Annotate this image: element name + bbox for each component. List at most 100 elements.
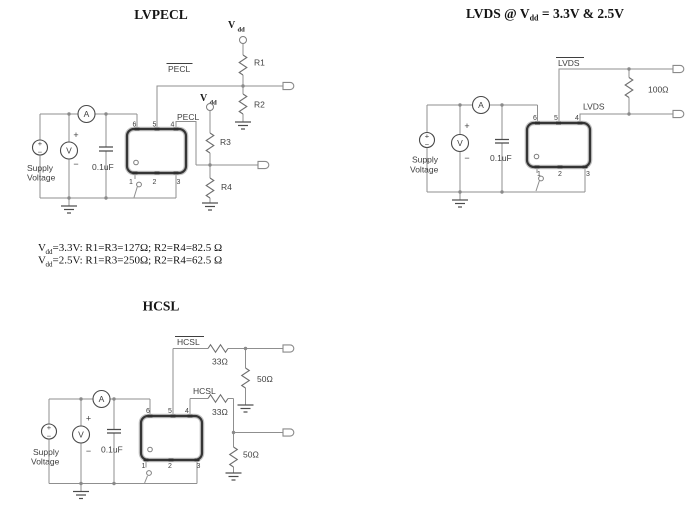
plus-icon: + <box>86 414 91 424</box>
voltmeter-icon <box>450 133 470 153</box>
package-pads <box>143 414 200 462</box>
minus-icon: − <box>38 148 43 157</box>
capacitor-value: 0.1uF <box>92 162 114 172</box>
voltmeter: V + − <box>450 121 470 163</box>
pin-label-2: 2 <box>558 171 562 178</box>
pin-label-1: 1 <box>129 179 133 186</box>
package-outline <box>524 120 593 170</box>
wire-segments <box>426 68 673 200</box>
capacitor-icon <box>495 138 509 144</box>
pin-label-2: 2 <box>168 463 172 470</box>
package-pads <box>132 127 179 175</box>
vdd-terminal-top: V dd <box>228 20 247 44</box>
resistor-label: R3 <box>220 137 231 147</box>
supply-source: + − Supply Voltage <box>410 132 439 175</box>
supply-label-line2: Voltage <box>27 173 56 183</box>
pin-label-4: 4 <box>171 122 175 129</box>
shunt-resistor-top: 50Ω <box>241 367 273 389</box>
output-terminal-icon <box>672 109 685 119</box>
enable-pin-switch-icon <box>136 181 142 188</box>
ammeter: A <box>77 104 96 124</box>
package-outline <box>138 413 205 463</box>
pin-label-1: 1 <box>142 463 146 470</box>
ammeter-label: A <box>478 100 484 110</box>
pin1-marker-icon <box>133 159 139 166</box>
voltage-source-icon <box>31 139 49 156</box>
enable-pin-switch-icon <box>146 470 152 476</box>
plus-icon: + <box>47 423 52 432</box>
ammeter-label: A <box>84 109 90 119</box>
bypass-capacitor: 0.1uF <box>92 146 114 172</box>
capacitor-icon <box>99 146 113 152</box>
pin-label-1: 1 <box>537 171 541 178</box>
lvpecl-title: LVPECL <box>134 7 188 22</box>
pin-label-2: 2 <box>153 179 157 186</box>
minus-icon: − <box>47 432 52 441</box>
signal-labels: PECL PECL <box>166 63 199 122</box>
ammeter-label: A <box>99 394 105 404</box>
pin-label-3: 3 <box>586 171 590 178</box>
resistor-r1: R1 <box>238 54 265 76</box>
vdd-label: V <box>228 20 236 31</box>
vdd-subscript: dd <box>238 27 246 34</box>
inverted-output-label: LVDS <box>558 58 580 68</box>
bypass-capacitor: 0.1uF <box>490 138 512 163</box>
vdd-subscript: dd <box>210 100 218 107</box>
plus-icon: + <box>38 139 43 148</box>
lvds-title: LVDS @ Vdd = 3.3V & 2.5V <box>466 6 624 23</box>
series-resistor-bottom: 33Ω <box>207 394 229 417</box>
termination-resistor: 100Ω <box>624 76 669 99</box>
voltmeter-icon <box>59 141 79 160</box>
package-outline <box>124 126 189 176</box>
resistor-label: 50Ω <box>243 450 259 460</box>
output-terminal-icon <box>282 344 295 353</box>
resistor-label: R4 <box>221 182 232 192</box>
voltmeter: V + − <box>71 414 91 456</box>
note-line2-sub: dd <box>46 261 54 269</box>
capacitor-value: 0.1uF <box>101 445 123 455</box>
note-line1-sub: dd <box>46 248 54 256</box>
pin-label-3: 3 <box>177 179 181 186</box>
supply-label-line1: Supply <box>33 447 60 457</box>
voltmeter: V + − <box>59 130 79 169</box>
supply-label-line2: Voltage <box>410 165 439 175</box>
minus-icon: − <box>73 159 78 169</box>
minus-icon: − <box>425 140 430 149</box>
resistor-label: 100Ω <box>648 85 669 95</box>
pin-label-4: 4 <box>575 115 579 122</box>
pin-label-6: 6 <box>533 115 537 122</box>
minus-icon: − <box>464 153 469 163</box>
plus-icon: + <box>73 130 78 140</box>
pin-label-5: 5 <box>554 115 558 122</box>
ammeter: A <box>471 95 491 115</box>
lvpecl-notes: V dd =3.3V: R1=R3=127Ω; R2=R4=82.5 Ω V d… <box>38 242 222 269</box>
voltmeter-label: V <box>66 146 72 156</box>
vdd-terminal-mid: V dd <box>200 93 217 111</box>
minus-icon: − <box>86 446 91 456</box>
note-line1: V <box>38 242 46 254</box>
pin-label-5: 5 <box>153 122 157 129</box>
voltmeter-label: V <box>457 138 463 148</box>
wire-segments <box>48 348 283 492</box>
resistor-r2: R2 <box>238 93 265 115</box>
ammeter-icon <box>77 104 96 124</box>
resistor-label: R1 <box>254 58 265 68</box>
capacitor-icon <box>107 428 121 434</box>
hcsl-circuit: HCSL + − Supply Voltage A V + − 0.1uF <box>31 299 295 500</box>
plus-icon: + <box>464 121 469 131</box>
vdd-node-icon <box>206 103 214 111</box>
package-pads <box>534 121 588 169</box>
wire-segments <box>39 43 283 206</box>
ammeter-icon <box>471 95 491 115</box>
pin1-marker-icon <box>147 446 153 453</box>
enable-pin-switch-icon <box>538 175 544 182</box>
vdd-node-icon <box>239 36 247 44</box>
output-label: HCSL <box>193 386 216 396</box>
supply-label-line2: Voltage <box>31 457 60 467</box>
pin-label-5: 5 <box>168 408 172 415</box>
voltage-source-icon <box>40 423 58 440</box>
pin-label-3: 3 <box>197 463 201 470</box>
